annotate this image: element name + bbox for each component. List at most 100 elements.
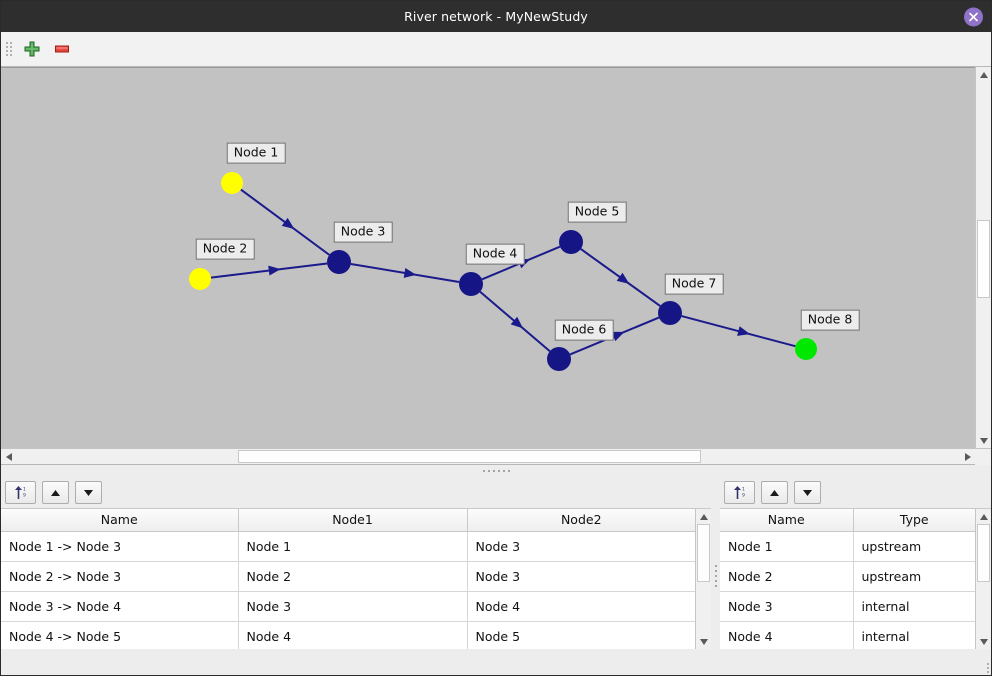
graph-node-node7[interactable] xyxy=(658,301,682,325)
scrollbar-corner xyxy=(975,449,991,465)
table-cell[interactable]: Node 4 xyxy=(238,621,468,649)
canvas-horizontal-scrollbar[interactable] xyxy=(1,448,991,465)
table-cell[interactable]: Node 3 xyxy=(238,591,468,622)
edge-arrow-icon xyxy=(616,272,630,284)
column-header-name[interactable]: Name xyxy=(720,509,854,532)
main-toolbar xyxy=(1,32,991,67)
reaches-vscroll-track[interactable] xyxy=(696,524,711,634)
scroll-down-icon[interactable] xyxy=(976,634,991,649)
horizontal-splitter[interactable] xyxy=(1,464,991,477)
graph-node-label-node2[interactable]: Node 2 xyxy=(195,238,255,260)
table-cell[interactable]: Node 4 -> Node 5 xyxy=(1,621,239,649)
toolbar-drag-handle[interactable] xyxy=(5,38,13,60)
column-header-name[interactable]: Name xyxy=(1,509,239,532)
scroll-down-icon[interactable] xyxy=(696,634,711,649)
table-cell[interactable]: upstream xyxy=(853,531,975,562)
column-header-node1[interactable]: Node1 xyxy=(238,509,468,532)
scroll-up-icon[interactable] xyxy=(976,509,991,524)
graph-node-label-node7[interactable]: Node 7 xyxy=(664,273,724,295)
scroll-left-icon[interactable] xyxy=(1,449,16,464)
graph-node-label-node4[interactable]: Node 4 xyxy=(465,243,525,265)
vertical-splitter[interactable] xyxy=(711,477,720,675)
triangle-down-icon xyxy=(803,489,812,496)
table-cell[interactable]: Node 3 xyxy=(720,591,854,622)
graph-node-label-node5[interactable]: Node 5 xyxy=(567,201,627,223)
reaches-move-up-button[interactable] xyxy=(42,481,69,504)
reaches-vscroll-thumb[interactable] xyxy=(697,524,710,582)
edge-arrow-icon xyxy=(611,331,625,342)
reaches-vertical-scrollbar[interactable] xyxy=(695,509,711,649)
canvas-hscroll-track[interactable] xyxy=(16,449,960,464)
reaches-move-down-button[interactable] xyxy=(75,481,102,504)
reaches-sort-button[interactable]: 1 9 xyxy=(5,481,36,504)
canvas-vscroll-thumb[interactable] xyxy=(977,220,990,298)
table-cell[interactable]: Node 4 xyxy=(720,621,854,649)
nodes-vertical-scrollbar[interactable] xyxy=(975,509,991,649)
graph-node-label-node1[interactable]: Node 1 xyxy=(226,142,286,164)
nodes-move-down-button[interactable] xyxy=(794,481,821,504)
graph-node-label-node3[interactable]: Node 3 xyxy=(333,221,393,243)
close-icon[interactable] xyxy=(964,7,983,26)
nodes-move-up-button[interactable] xyxy=(761,481,788,504)
scroll-right-icon[interactable] xyxy=(960,449,975,464)
scroll-down-icon[interactable] xyxy=(976,433,991,448)
table-cell[interactable]: internal xyxy=(853,591,975,622)
graph-node-node3[interactable] xyxy=(327,250,351,274)
table-cell[interactable]: Node 4 xyxy=(467,591,695,622)
table-cell[interactable]: Node 3 xyxy=(467,531,695,562)
graph-node-label-node6[interactable]: Node 6 xyxy=(554,319,614,341)
reaches-toolbar: 1 9 xyxy=(1,477,711,508)
svg-text:1: 1 xyxy=(23,487,26,493)
table-cell[interactable]: upstream xyxy=(853,561,975,592)
graph-node-label-node8[interactable]: Node 8 xyxy=(800,309,860,331)
graph-node-node1[interactable] xyxy=(221,172,243,194)
table-cell[interactable]: Node 2 -> Node 3 xyxy=(1,561,239,592)
nodes-vscroll-track[interactable] xyxy=(976,524,991,634)
add-node-button[interactable] xyxy=(17,34,47,64)
scroll-up-icon[interactable] xyxy=(696,509,711,524)
remove-node-button[interactable] xyxy=(47,34,77,64)
nodes-vscroll-thumb[interactable] xyxy=(977,524,990,582)
table-cell[interactable]: Node 3 xyxy=(467,561,695,592)
svg-text:9: 9 xyxy=(23,493,26,499)
table-cell[interactable]: Node 1 -> Node 3 xyxy=(1,531,239,562)
canvas-vscroll-track[interactable] xyxy=(976,82,991,433)
canvas-hscroll-thumb[interactable] xyxy=(238,450,701,463)
table-cell[interactable]: Node 5 xyxy=(467,621,695,649)
graph-node-node6[interactable] xyxy=(547,347,571,371)
scroll-up-icon[interactable] xyxy=(976,67,991,82)
column-header-type[interactable]: Type xyxy=(853,509,975,532)
table-cell[interactable]: Node 2 xyxy=(720,561,854,592)
nodes-sort-button[interactable]: 1 9 xyxy=(724,481,755,504)
canvas-vertical-scrollbar[interactable] xyxy=(975,67,991,448)
graph-node-node5[interactable] xyxy=(559,230,583,254)
network-diagram-canvas[interactable]: Node 1 Node 2 Node 3 Node 4 Node 5 Node 6 Node… xyxy=(1,67,975,448)
title-bar: River network - MyNewStudy xyxy=(1,1,991,32)
edge-arrow-icon xyxy=(737,326,750,336)
graph-node-node4[interactable] xyxy=(459,272,483,296)
table-cell[interactable]: Node 1 xyxy=(238,531,468,562)
table-cell[interactable]: Node 2 xyxy=(238,561,468,592)
column-header-node2[interactable]: Node2 xyxy=(467,509,695,532)
table-cell[interactable]: Node 3 -> Node 4 xyxy=(1,591,239,622)
table-cell[interactable]: Node 1 xyxy=(720,531,854,562)
network-canvas-panel: Node 1 Node 2 Node 3 Node 4 Node 5 Node 6 Node… xyxy=(1,67,991,465)
graph-node-node8[interactable] xyxy=(795,338,817,360)
graph-node-node2[interactable] xyxy=(189,268,211,290)
table-cell[interactable]: internal xyxy=(853,621,975,649)
window-resize-grip[interactable] xyxy=(987,663,989,673)
